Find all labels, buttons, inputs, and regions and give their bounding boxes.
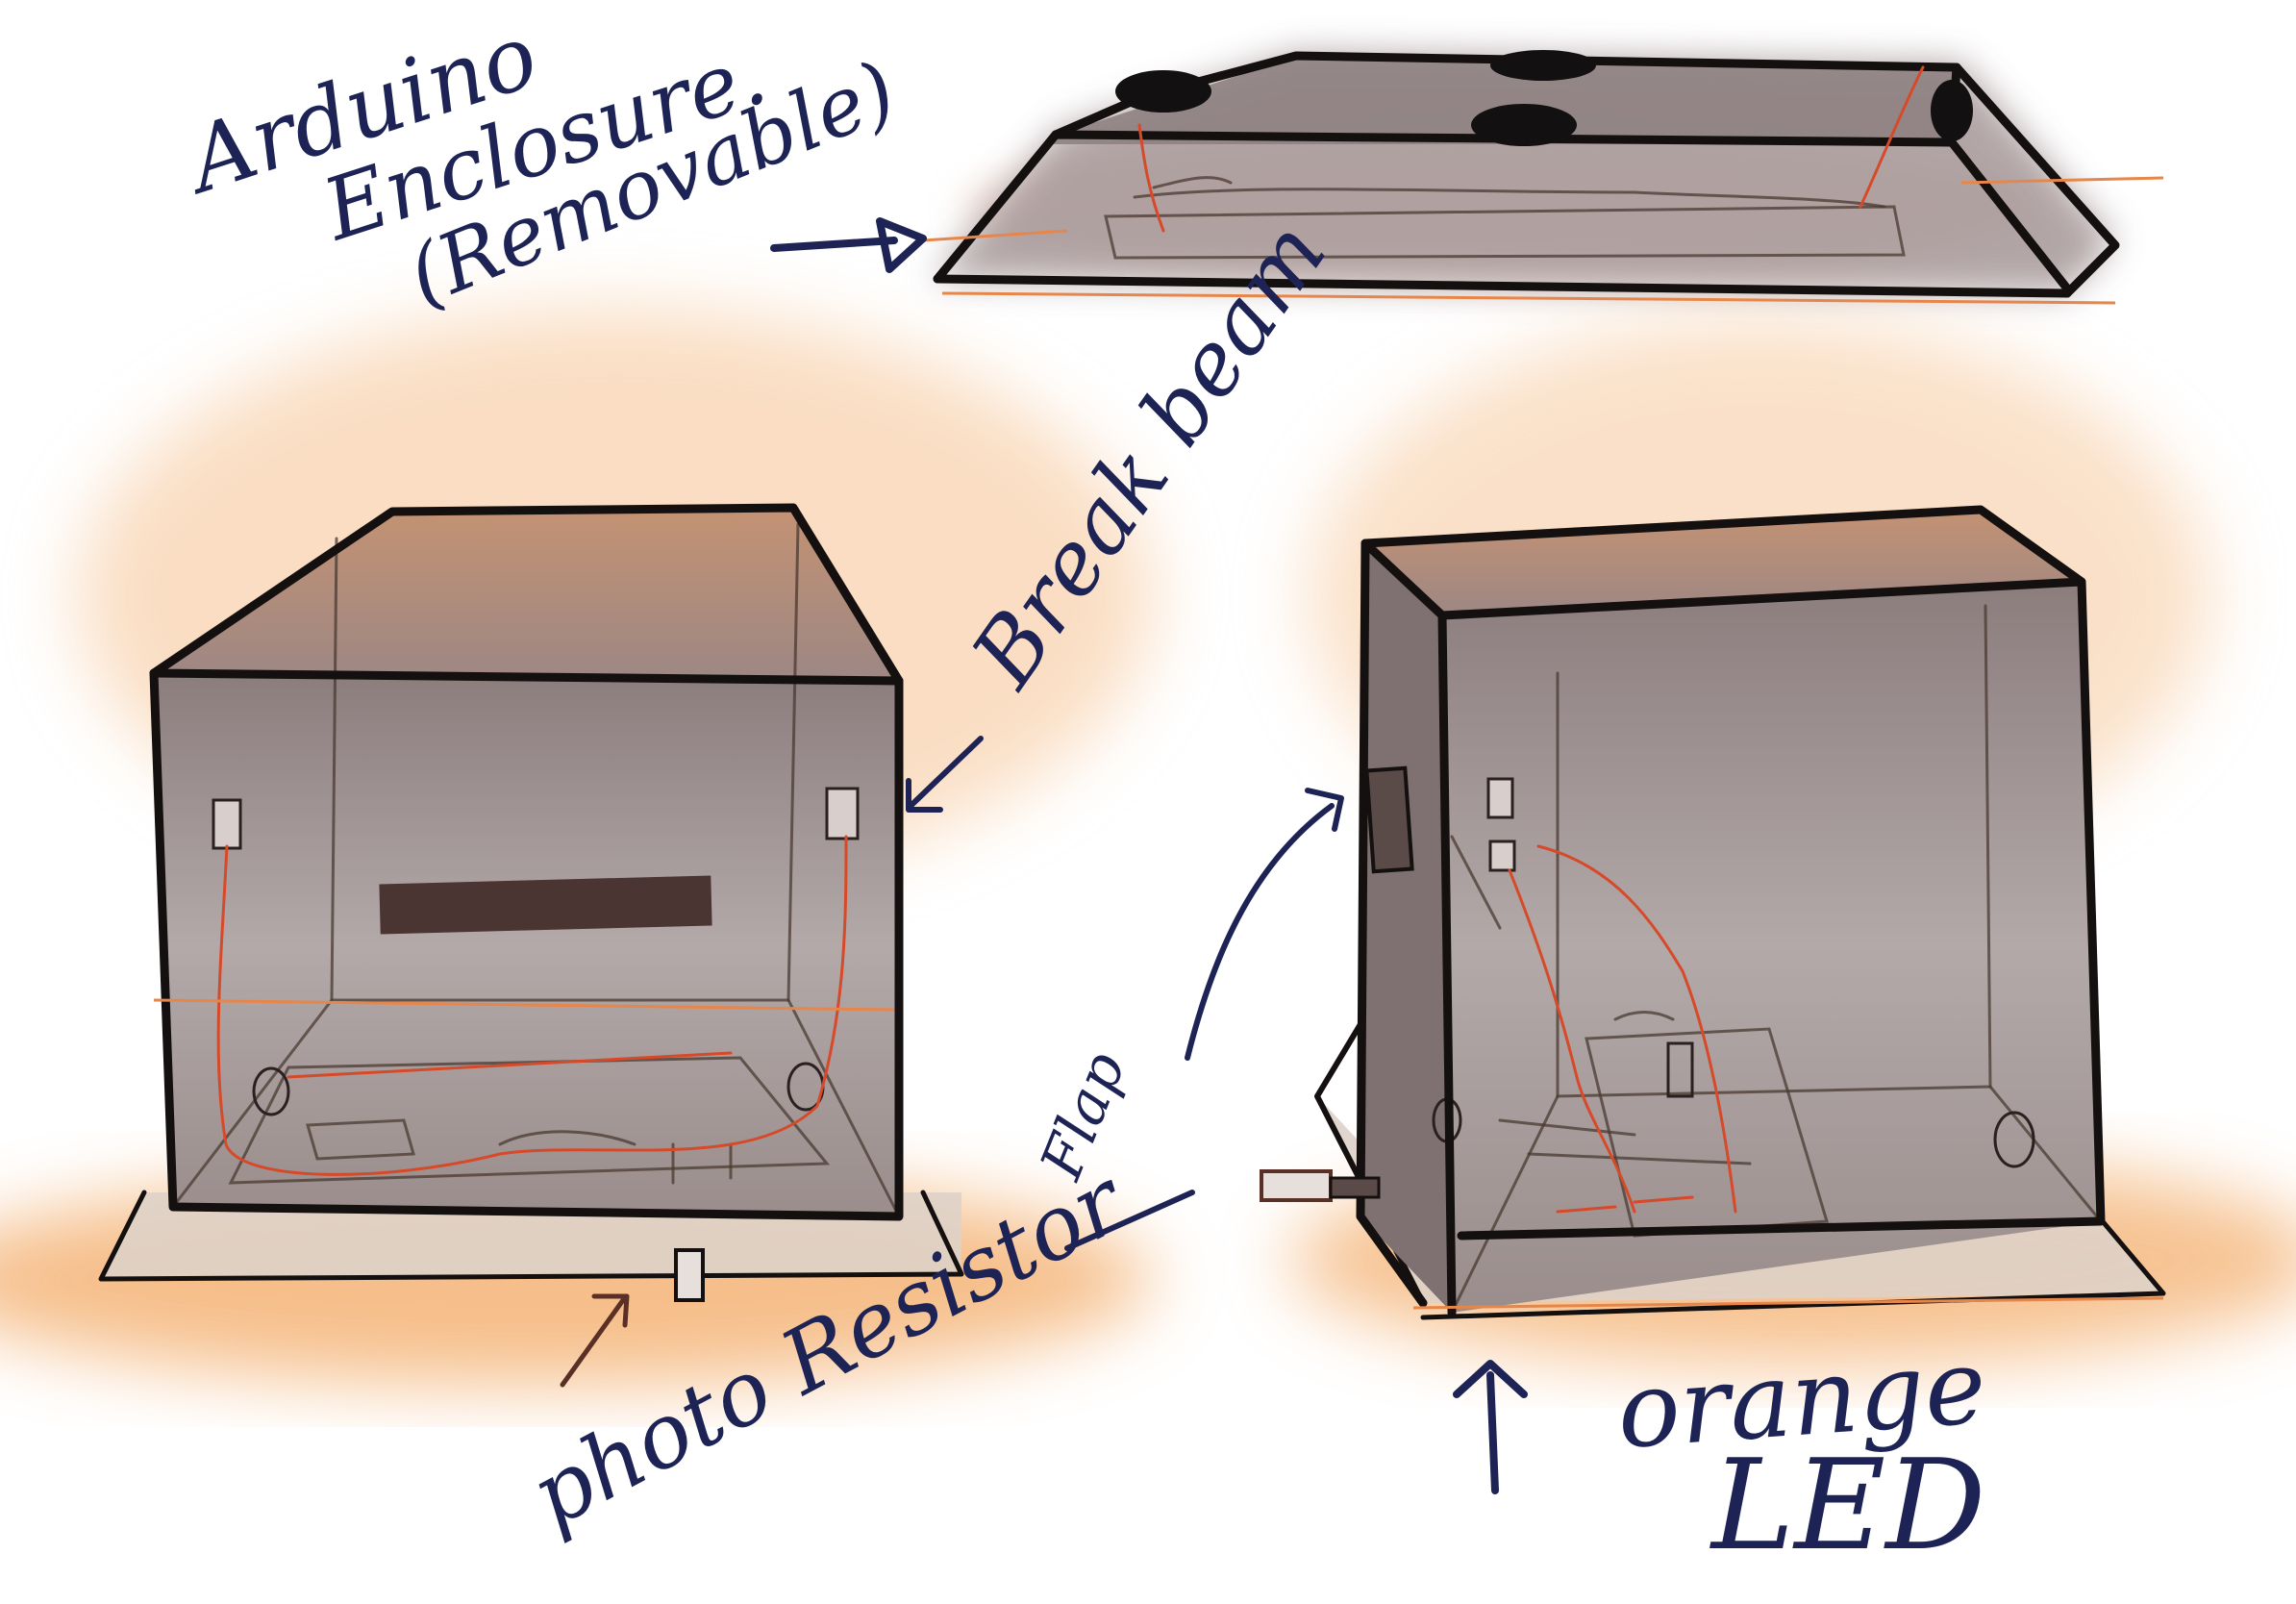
left-box-drawing [98, 503, 964, 1302]
label-led: LED [1710, 1432, 1985, 1578]
label-orange-led: orange LED [1613, 1326, 1989, 1578]
arrow-break-beam-icon [906, 736, 984, 813]
arrow-orange-led-icon [1453, 1360, 1528, 1494]
label-orange: orange [1613, 1326, 1989, 1471]
flap-underline [1064, 1190, 1195, 1251]
right-box-drawing [1260, 505, 2166, 1320]
label-arduino-enclosure: Arduino Enclosure. (Removable) [169, 4, 909, 324]
arduino-enclosure-drawing [922, 50, 2164, 305]
arrow-flap-icon [1185, 788, 1344, 1061]
arrow-photo-resistor-icon [560, 1293, 630, 1388]
arrow-to-enclosure-icon [770, 217, 927, 273]
